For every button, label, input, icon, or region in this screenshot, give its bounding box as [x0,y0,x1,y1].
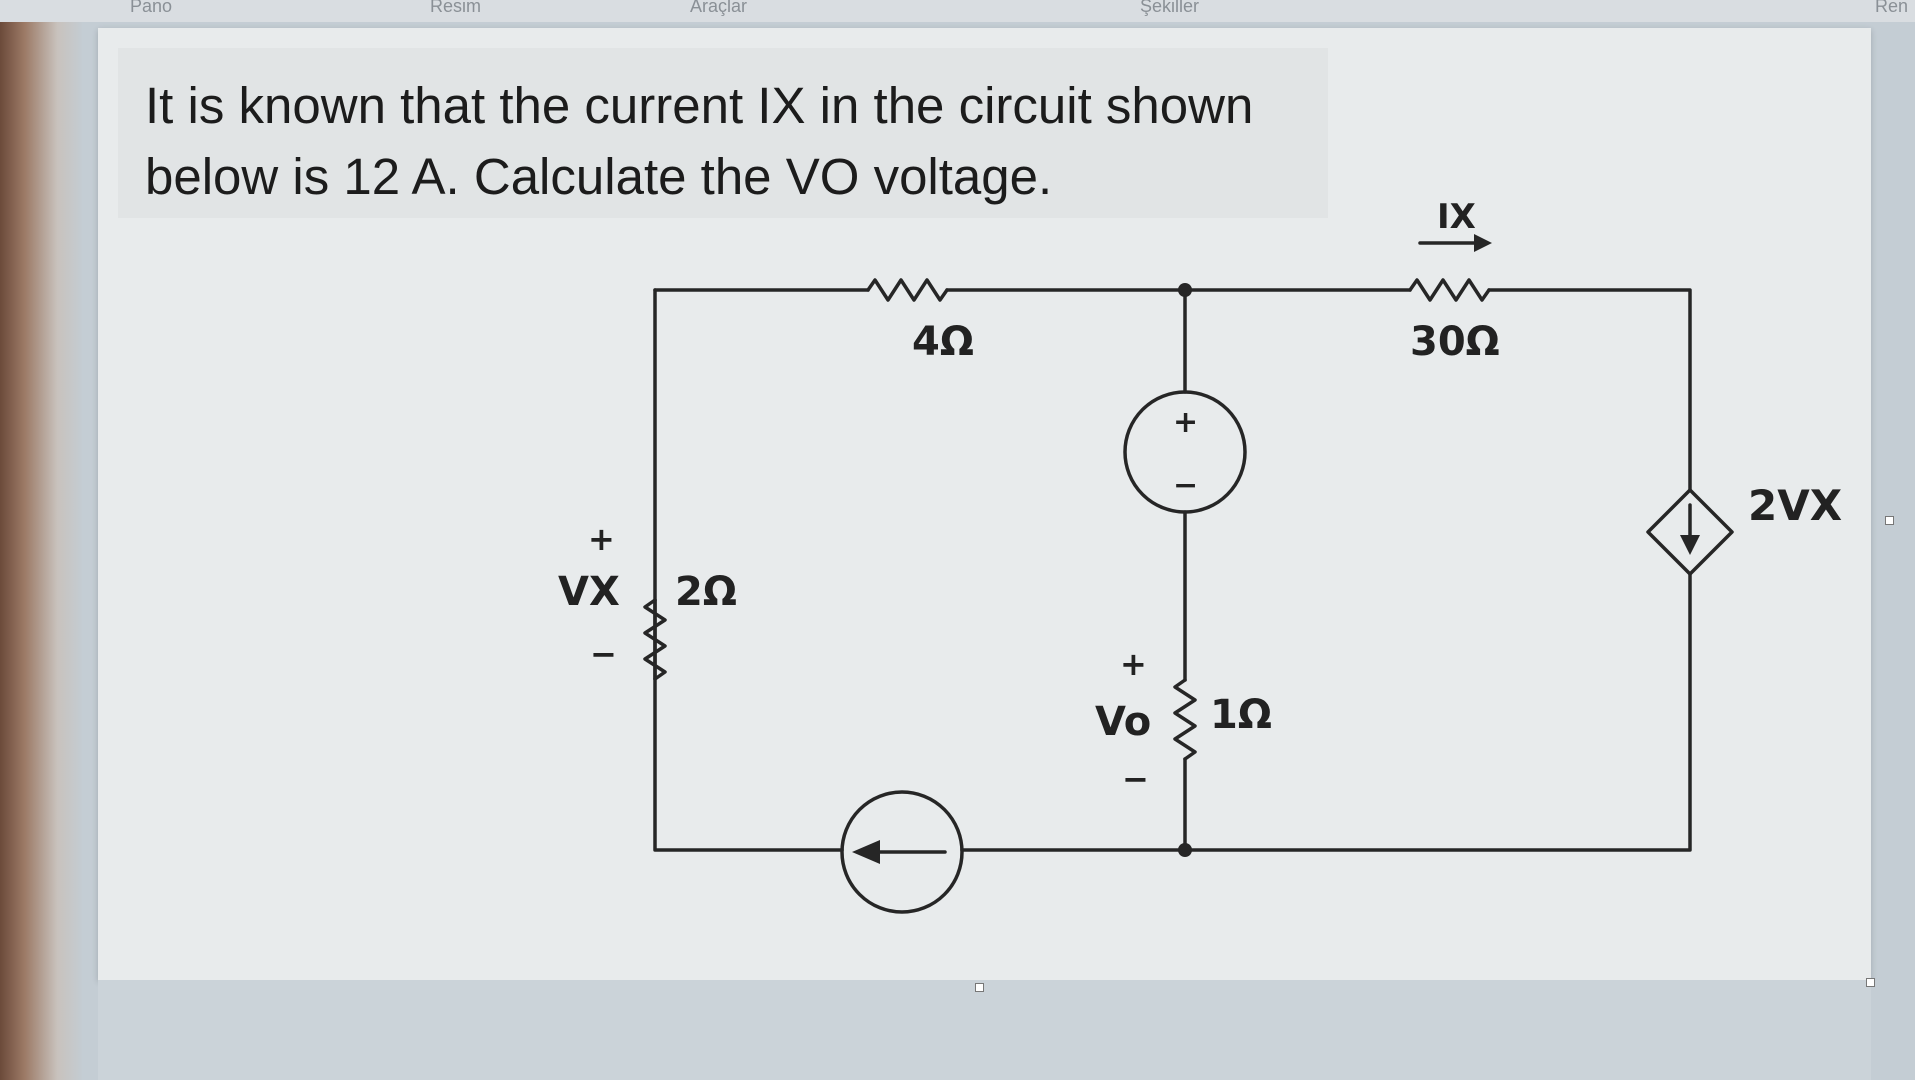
resistor-4ohm [866,278,949,302]
vo-minus: − [1122,760,1149,798]
resize-handle-right[interactable] [1885,516,1894,525]
dependent-source-arrow-head [1680,535,1700,555]
source-plus: + [1173,405,1198,440]
label-2vx: 2VX [1748,481,1842,530]
wire-right-top [1487,288,1692,492]
label-30ohm: 30Ω [1410,319,1500,365]
ribbon-group-pano[interactable]: Pano [130,0,173,16]
node-bottom [1178,843,1192,857]
resize-handle-corner[interactable] [1866,978,1875,987]
screen-edge [0,22,82,1080]
label-2ohm: 2Ω [675,569,737,615]
label-ix: IX [1437,197,1476,237]
canvas-bottom-area [98,980,1871,1080]
vx-minus: − [590,635,617,673]
question-text-box[interactable] [118,48,1328,218]
label-4ohm: 4Ω [912,319,974,365]
ix-arrow-head [1474,234,1492,252]
current-source-arrow-head [852,840,880,864]
question-text: It is known that the current IX in the c… [145,77,1254,205]
label-vo: Vo [1095,699,1151,745]
resistor-30ohm [1408,278,1491,302]
label-1ohm: 1Ω [1210,692,1272,738]
resize-handle-bottom[interactable] [975,983,984,992]
ribbon-group-araclar[interactable]: Araçlar [690,0,748,16]
current-source [840,790,964,914]
ribbon-group-resim[interactable]: Resim [430,0,482,16]
source-minus: − [1173,468,1198,503]
label-vx: VX [558,569,620,615]
vx-plus: + [588,520,615,558]
resistor-1ohm [1173,678,1197,761]
wire-bottom-left [653,598,844,852]
node-top [1178,283,1192,297]
wire-right-bottom [1183,572,1692,852]
ribbon-group-ren[interactable]: Ren [1875,0,1909,16]
ribbon-group-sekiller[interactable]: Şekiller [1140,0,1200,16]
vo-plus: + [1120,645,1147,683]
